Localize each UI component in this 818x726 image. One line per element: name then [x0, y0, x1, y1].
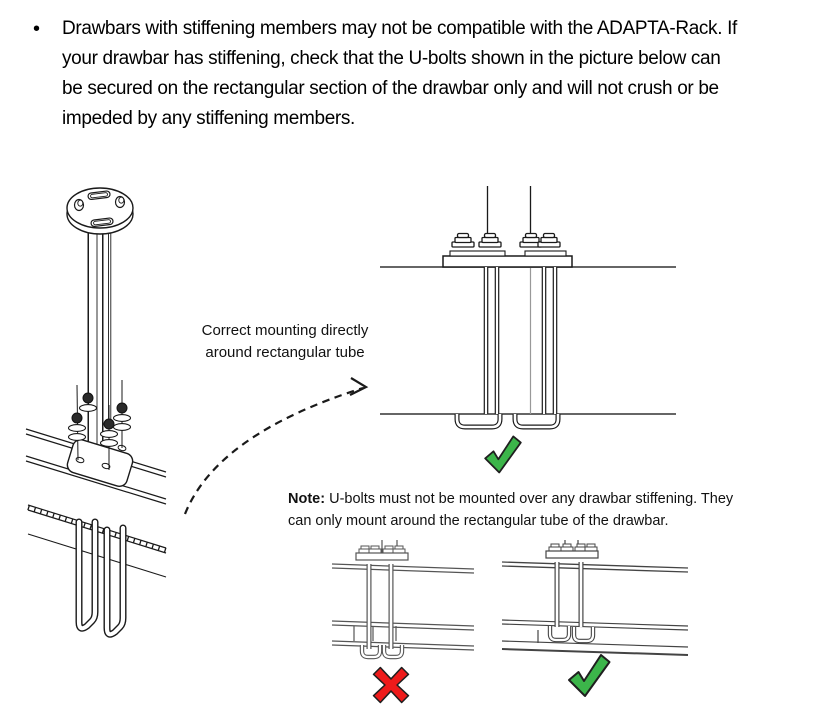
clamp-plate	[355, 552, 409, 561]
intro-lines: Drawbars with stiffening members may not…	[62, 14, 737, 134]
bullet-glyph: •	[33, 18, 41, 40]
note-line-2: can only mount around the rectangular tu…	[288, 512, 669, 529]
lower-stiffening	[501, 630, 689, 656]
intro-paragraph: • Drawbars with stiffening members may n…	[33, 14, 737, 134]
figure-correct-mounting-side-view	[380, 186, 676, 474]
u-bolt-legs	[366, 564, 394, 649]
note-line-1: Note: U-bolts must not be mounted over a…	[288, 489, 733, 511]
callout-correct-mounting: Correct mounting directly around rectang…	[183, 320, 387, 364]
dashed-arrow	[183, 377, 369, 515]
nuts	[451, 232, 561, 248]
intro-line-2: your drawbar has stiffening, check that …	[62, 48, 721, 69]
top-rail	[501, 561, 689, 573]
intro-line-3: be secured on the rectangular section of…	[62, 78, 719, 99]
mounting-plate	[66, 438, 134, 488]
stiffening-rail	[331, 620, 475, 651]
top-rail	[331, 563, 475, 574]
fastener-stacks	[67, 375, 132, 470]
green-check-icon	[568, 654, 611, 697]
callout-line-2: around rectangular tube	[205, 344, 365, 361]
figure-pole-assembly	[25, 187, 167, 638]
green-check-icon	[484, 435, 522, 474]
note-line-1-rest: U-bolts must not be mounted over any dra…	[325, 491, 734, 507]
clamp-plate	[442, 255, 573, 268]
callout-line-1: Correct mounting directly	[201, 322, 369, 339]
u-bolt-bends	[547, 626, 596, 644]
washers	[449, 250, 567, 257]
intro-line-4: impeded by any stiffening members.	[62, 108, 355, 129]
u-bolt-bends	[454, 414, 561, 430]
nut-stack	[67, 392, 132, 447]
arrowhead	[349, 377, 369, 396]
u-bolt-legs	[554, 562, 584, 627]
top-plate	[66, 187, 134, 235]
pole	[87, 226, 112, 458]
u-bolt-bends	[359, 645, 405, 660]
red-cross-icon	[372, 666, 410, 704]
figure-correct-mounting-around-tube	[501, 540, 689, 697]
note-text: Note: U-bolts must not be mounted over a…	[288, 489, 733, 532]
intro-line-1: Drawbars with stiffening members may not…	[62, 18, 737, 39]
nuts	[548, 543, 598, 552]
u-bolt-legs	[483, 267, 558, 414]
u-bolts	[75, 518, 127, 638]
figure-wrong-mounting-over-stiffening	[331, 540, 475, 704]
note-label: Note:	[288, 491, 326, 507]
clamp-plate	[545, 550, 599, 559]
